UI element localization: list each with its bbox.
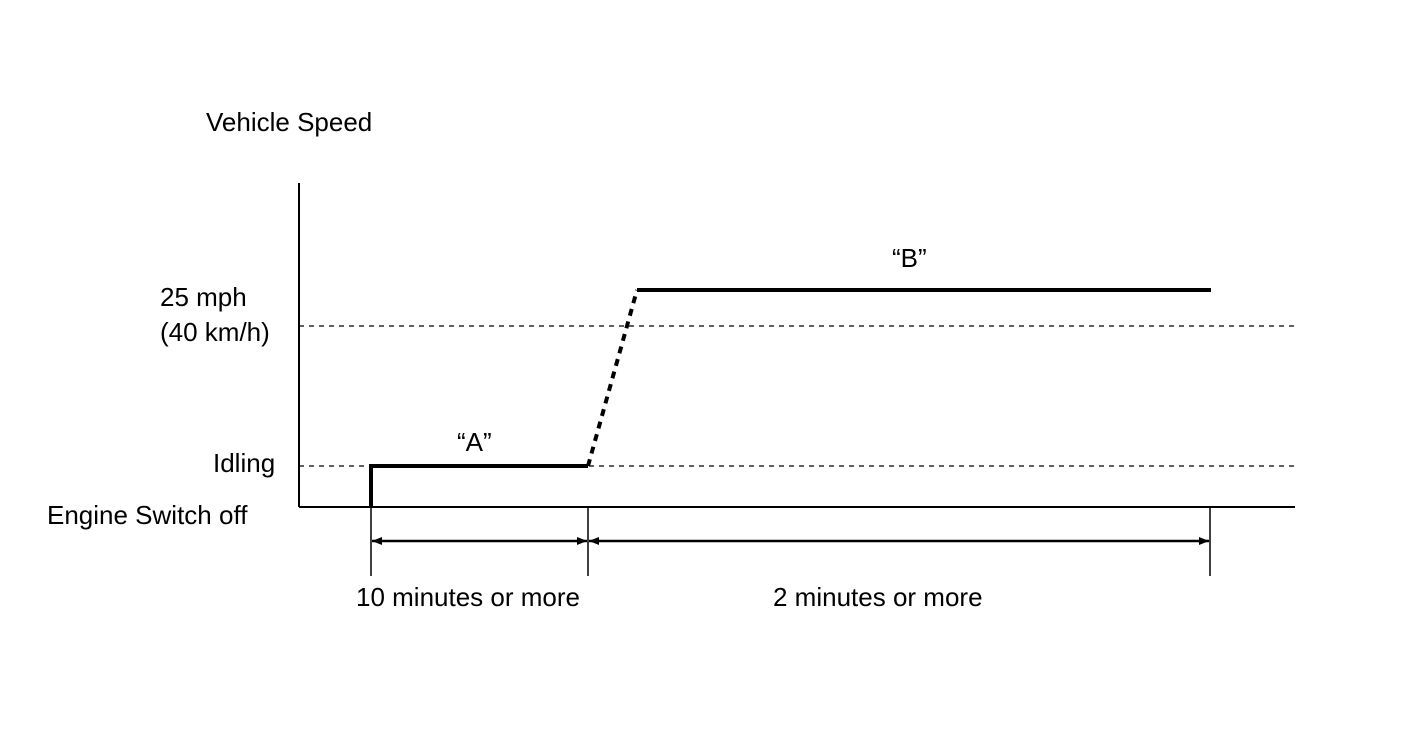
idling-segment-a (369, 464, 588, 507)
speed-kmh-label: (40 km/h) (160, 317, 270, 347)
segment-b-label: “B” (892, 243, 927, 273)
acceleration-ramp (586, 289, 639, 467)
speed-mph-label: 25 mph (160, 282, 247, 312)
segment-a-label: “A” (457, 427, 492, 457)
engine-off-label: Engine Switch off (47, 500, 248, 530)
duration-2-label: 2 minutes or more (773, 582, 983, 612)
y-axis-title: Vehicle Speed (206, 107, 372, 137)
idling-label: Idling (213, 448, 275, 478)
duration-10-label: 10 minutes or more (356, 582, 580, 612)
